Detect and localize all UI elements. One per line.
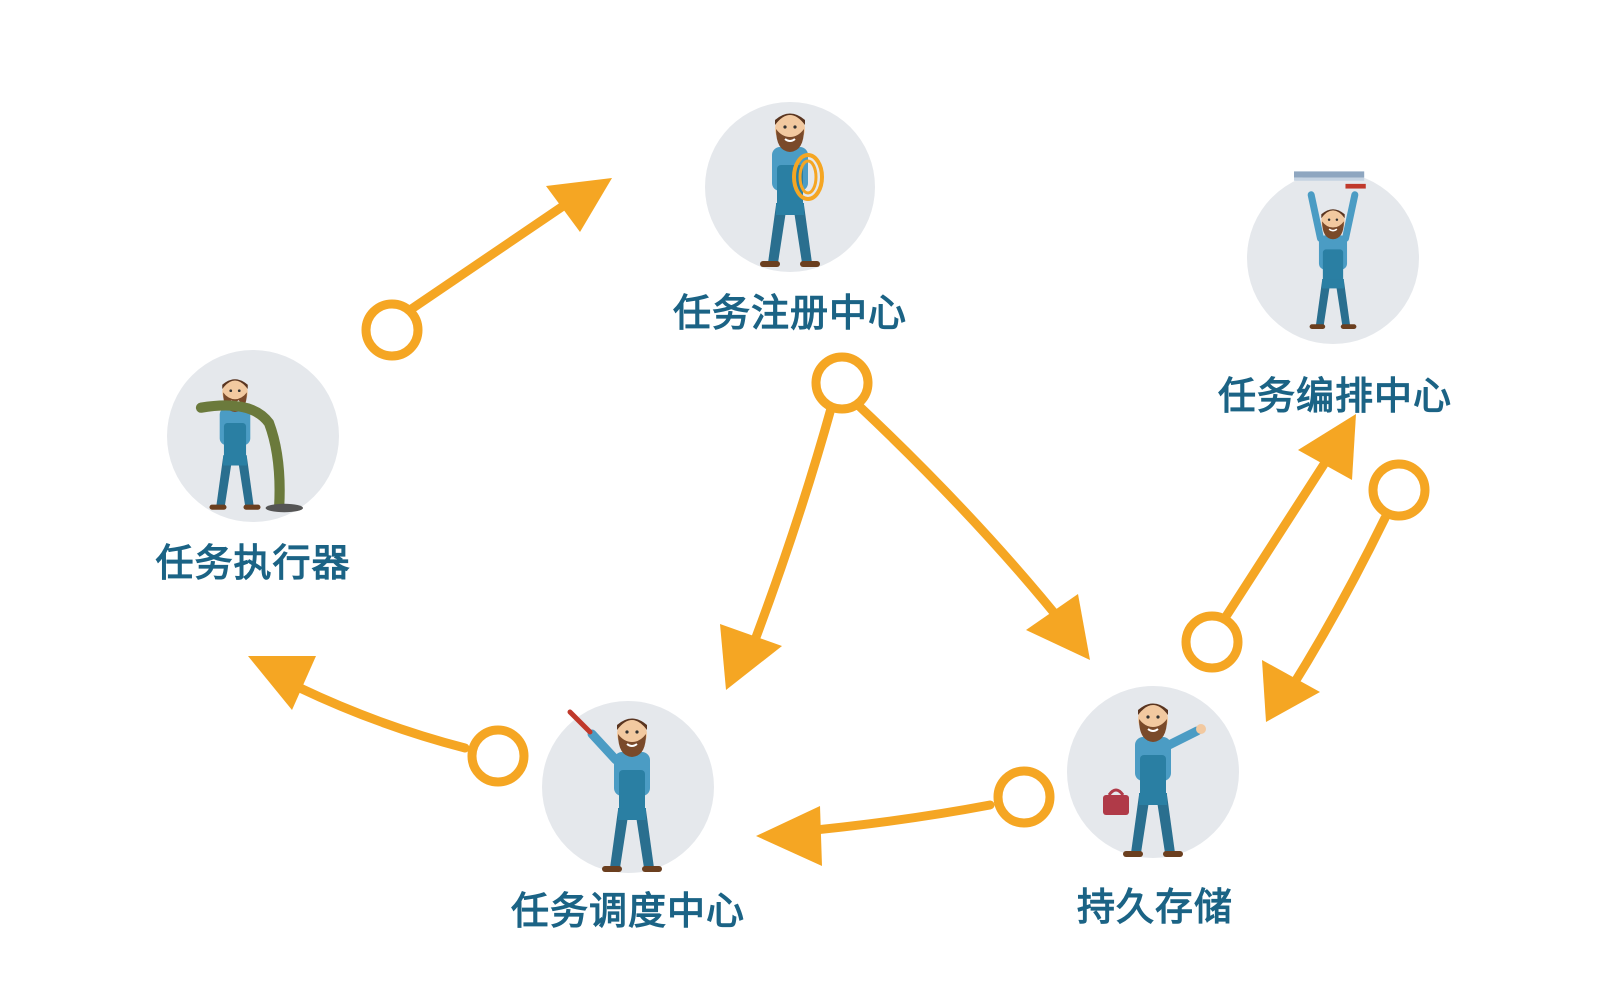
arrow-storage-to-scheduler [790, 800, 995, 837]
arrow-tail-ring [811, 352, 873, 414]
worker-with-toolbox-icon [1103, 702, 1206, 858]
arrow-registry-to-scheduler [750, 400, 837, 645]
arrow-tail-ring [1181, 611, 1243, 673]
arrow-tail-ring [467, 725, 529, 787]
arrow-executor-to-registry [405, 195, 577, 315]
node-registry [705, 102, 875, 272]
arrow-storage-to-orchestration [1220, 453, 1333, 623]
arrowhead [756, 806, 822, 866]
node-label-scheduler: 任务调度中心 [510, 889, 746, 933]
arrowhead [1026, 594, 1090, 660]
worker-with-wrench-icon [567, 709, 663, 873]
arrowhead [1262, 660, 1320, 722]
worker-with-hose-icon [195, 378, 303, 513]
node-label-storage: 持久存储 [1076, 885, 1234, 929]
node-label-registry: 任务注册中心 [672, 291, 908, 335]
arrowhead [1298, 414, 1356, 480]
arrow-tail-ring [993, 766, 1055, 828]
worker-with-rope-icon [759, 112, 824, 268]
node-label-orchestration: 任务编排中心 [1217, 374, 1453, 418]
arrowhead [248, 656, 316, 710]
arrowhead [720, 624, 782, 690]
node-scheduler [542, 701, 714, 873]
node-executor-circle [167, 350, 339, 522]
node-executor [167, 350, 339, 522]
arrowhead [546, 178, 612, 232]
arrow-orchestration-to-storage [1285, 513, 1390, 695]
arrow-scheduler-to-executor [295, 683, 470, 753]
worker-fixing-pipe-icon [1294, 171, 1366, 330]
arrow-registry-to-storage [853, 400, 1073, 635]
node-orchestration [1247, 171, 1419, 344]
node-storage [1067, 686, 1239, 858]
arrow-tail-ring [361, 299, 423, 361]
node-label-executor: 任务执行器 [155, 541, 351, 585]
arrow-tail-ring [1368, 459, 1430, 521]
